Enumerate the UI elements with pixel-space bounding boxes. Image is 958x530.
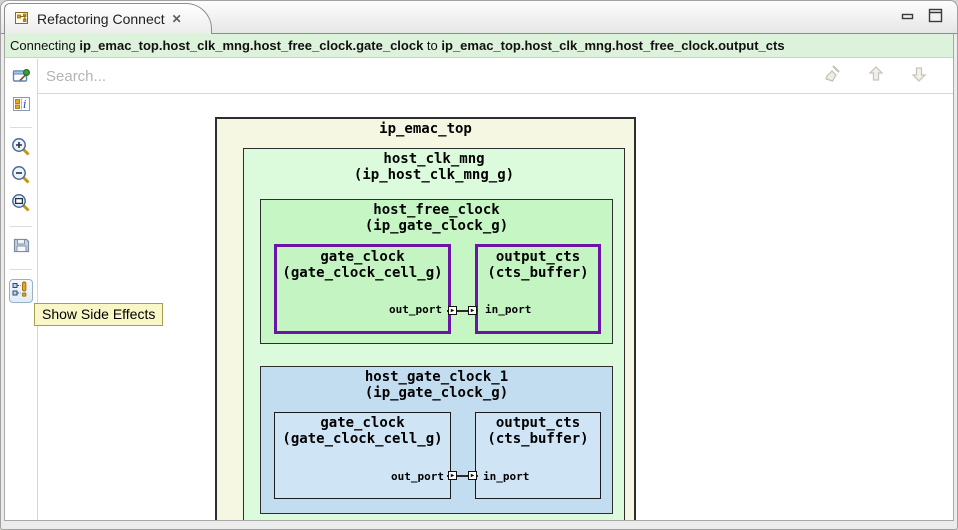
zoom-out-button[interactable] — [9, 165, 33, 189]
toolbar-separator — [10, 269, 32, 270]
connection-out-port-to-in-port[interactable]: ▶ ▶ — [446, 470, 479, 483]
editor-content-frame: Connecting ip_emac_top.host_clk_mng.host… — [4, 34, 954, 521]
maximize-button[interactable] — [928, 8, 943, 23]
port-label-in-port: in_port — [485, 303, 532, 316]
arrow-up-icon — [867, 64, 885, 89]
zoom-fit-icon — [11, 193, 31, 218]
module-name: host_gate_clock_1 — [364, 369, 509, 385]
clear-search-button[interactable] — [821, 64, 845, 88]
zoom-in-icon — [11, 137, 31, 162]
port-label-out-port: out_port — [391, 470, 444, 483]
status-target-path: ip_emac_top.host_clk_mng.host_free_clock… — [441, 38, 785, 53]
status-prefix: Connecting — [10, 38, 80, 53]
cell-type: (gate_clock_cell_g) — [282, 264, 443, 281]
cell-type: (gate_clock_cell_g) — [282, 430, 443, 447]
search-input[interactable] — [38, 67, 821, 85]
tab-close-icon[interactable]: ✕ — [171, 12, 182, 26]
module-name: host_free_clock — [373, 202, 500, 218]
connection-out-port-to-in-port[interactable]: ▶ ▶ — [446, 305, 479, 318]
port-in-icon[interactable]: ▶ — [468, 306, 477, 315]
arrow-down-icon — [910, 64, 928, 89]
port-out-icon[interactable]: ▶ — [448, 471, 457, 480]
tooltip-show-side-effects: Show Side Effects — [34, 303, 164, 326]
cell-type: (cts_buffer) — [487, 264, 589, 281]
show-types-button[interactable]: i — [9, 94, 33, 118]
module-host-gate-clock-1[interactable]: host_gate_clock_1 (ip_gate_clock_g) gate… — [260, 366, 613, 514]
cell-name: gate_clock — [320, 415, 405, 431]
cell-name: output_cts — [495, 249, 581, 265]
cell-gate-clock[interactable]: gate_clock (gate_clock_cell_g) out_port — [274, 412, 451, 499]
save-icon — [12, 236, 31, 260]
show-types-icon: i — [12, 94, 31, 118]
diagram-canvas[interactable]: ip_emac_top host_clk_mng (ip_host_clk_mn… — [38, 94, 953, 520]
find-next-button[interactable] — [907, 64, 931, 88]
toolbar-separator — [10, 226, 32, 227]
connection-wire — [447, 310, 478, 312]
status-to-word: to — [423, 38, 442, 53]
tab-refactoring-connect[interactable]: Refactoring Connect ✕ — [4, 3, 212, 34]
toolbar-separator — [10, 127, 32, 128]
module-type: (ip_host_clk_mng_g) — [353, 166, 515, 183]
show-side-effects-icon — [11, 279, 31, 304]
editor-tab-bar: Refactoring Connect ✕ — [1, 1, 957, 34]
diagram-toolbar: i — [5, 59, 38, 520]
port-label-out-port: out_port — [389, 303, 442, 316]
zoom-out-icon — [11, 165, 31, 190]
module-name: ip_emac_top — [379, 121, 472, 137]
svg-text:i: i — [23, 98, 27, 111]
module-host-clk-mng[interactable]: host_clk_mng (ip_host_clk_mng_g) host_fr… — [243, 148, 625, 520]
tooltip-text: Show Side Effects — [42, 306, 156, 322]
cell-type: (cts_buffer) — [487, 430, 589, 447]
search-bar — [38, 59, 953, 94]
save-button[interactable] — [9, 236, 33, 260]
refactor-connect-icon — [14, 10, 30, 29]
pin-editor-button[interactable] — [9, 66, 33, 90]
cell-gate-clock-highlighted[interactable]: gate_clock (gate_clock_cell_g) out_port — [274, 244, 451, 334]
broom-icon — [823, 64, 843, 89]
show-side-effects-button[interactable] — [9, 279, 33, 303]
port-label-in-port: in_port — [483, 470, 530, 483]
zoom-in-button[interactable] — [9, 137, 33, 161]
find-previous-button[interactable] — [864, 64, 888, 88]
cell-name: output_cts — [495, 415, 581, 431]
cell-name: gate_clock — [320, 249, 405, 265]
module-name: host_clk_mng — [383, 151, 485, 167]
tab-title: Refactoring Connect — [37, 11, 165, 27]
pin-editor-icon — [12, 66, 31, 90]
module-host-free-clock[interactable]: host_free_clock (ip_gate_clock_g) gate_c… — [260, 199, 613, 344]
port-out-icon[interactable]: ▶ — [448, 306, 457, 315]
cell-output-cts[interactable]: output_cts (cts_buffer) in_port — [475, 412, 601, 499]
search-actions — [821, 64, 953, 88]
connection-wire — [447, 475, 478, 477]
status-source-path: ip_emac_top.host_clk_mng.host_free_clock… — [79, 38, 424, 53]
module-ip-emac-top[interactable]: ip_emac_top host_clk_mng (ip_host_clk_mn… — [215, 117, 636, 520]
module-type: (ip_gate_clock_g) — [364, 384, 509, 401]
port-in-icon[interactable]: ▶ — [468, 471, 477, 480]
module-type: (ip_gate_clock_g) — [364, 217, 509, 234]
minimize-button[interactable] — [901, 9, 915, 23]
cell-output-cts-highlighted[interactable]: output_cts (cts_buffer) in_port — [475, 244, 601, 334]
window-controls — [901, 8, 943, 23]
connecting-status-bar: Connecting ip_emac_top.host_clk_mng.host… — [5, 34, 953, 58]
zoom-fit-button[interactable] — [9, 193, 33, 217]
